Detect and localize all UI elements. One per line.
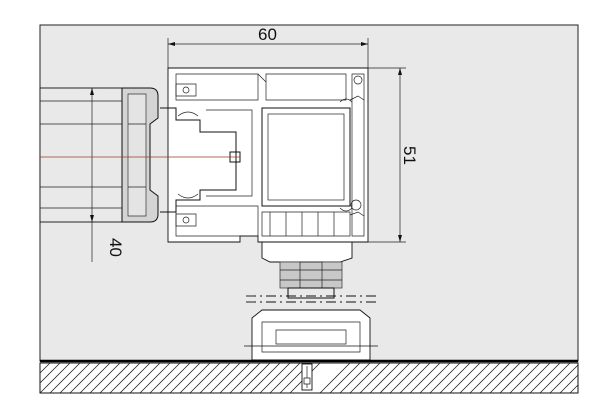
dimension-40: 40 xyxy=(86,87,125,262)
hatch-line xyxy=(209,362,241,394)
hatch-line xyxy=(179,362,211,394)
hatch-line xyxy=(159,362,191,394)
fixing-assembly xyxy=(244,241,378,361)
hatch-line xyxy=(69,362,101,394)
hatch-line xyxy=(109,362,141,394)
hatch-line xyxy=(539,362,571,394)
dimension-60-label: 60 xyxy=(258,25,277,44)
hatch-line xyxy=(199,362,231,394)
hatch-line xyxy=(349,362,381,394)
hatch-line xyxy=(359,362,391,394)
dimension-60: 60 xyxy=(167,25,369,68)
hatch-line xyxy=(569,384,579,394)
dimension-51-label: 51 xyxy=(400,146,419,165)
hatch-line xyxy=(249,362,281,394)
hatch-line xyxy=(519,362,551,394)
hatch-line xyxy=(59,362,91,394)
hatch-line xyxy=(529,362,561,394)
hatch-line xyxy=(459,362,491,394)
hatch-line xyxy=(339,362,371,394)
hatch-line xyxy=(79,362,111,394)
hatch-line xyxy=(509,362,541,394)
hatch-line xyxy=(329,362,361,394)
ground-hatch xyxy=(39,362,579,394)
hatch-line xyxy=(559,374,579,394)
hatch-line xyxy=(129,362,161,394)
dimension-40-label: 40 xyxy=(106,238,125,257)
dimension-51: 51 xyxy=(368,67,419,243)
glass-unit xyxy=(39,87,159,223)
hatch-line xyxy=(389,362,421,394)
hatch-line xyxy=(369,362,401,394)
hatch-line xyxy=(419,362,451,394)
hatch-line xyxy=(449,362,481,394)
hatch-line xyxy=(169,362,201,394)
hatch-line xyxy=(549,364,579,394)
hatch-line xyxy=(149,362,181,394)
hatch-line xyxy=(39,362,71,394)
hatch-line xyxy=(399,362,431,394)
hatch-line xyxy=(229,362,261,394)
hatch-line xyxy=(259,362,291,394)
hatch-line xyxy=(479,362,511,394)
hatch-line xyxy=(189,362,221,394)
hatch-line xyxy=(89,362,121,394)
frame-profile xyxy=(160,67,369,243)
hatch-line xyxy=(469,362,501,394)
hatch-line xyxy=(319,362,351,394)
hatch-line xyxy=(39,362,61,384)
hatch-line xyxy=(379,362,411,394)
hatch-line xyxy=(269,362,301,394)
hatch-line xyxy=(489,362,521,394)
hatch-line xyxy=(499,362,531,394)
hatch-line xyxy=(39,362,51,374)
hatch-line xyxy=(409,362,441,394)
hatch-line xyxy=(239,362,271,394)
hatch-line xyxy=(99,362,131,394)
hatch-line xyxy=(429,362,461,394)
hatch-line xyxy=(439,362,471,394)
hatch-line xyxy=(219,362,251,394)
hatch-line xyxy=(119,362,151,394)
hatch-line xyxy=(139,362,171,394)
hatch-line xyxy=(49,362,81,394)
